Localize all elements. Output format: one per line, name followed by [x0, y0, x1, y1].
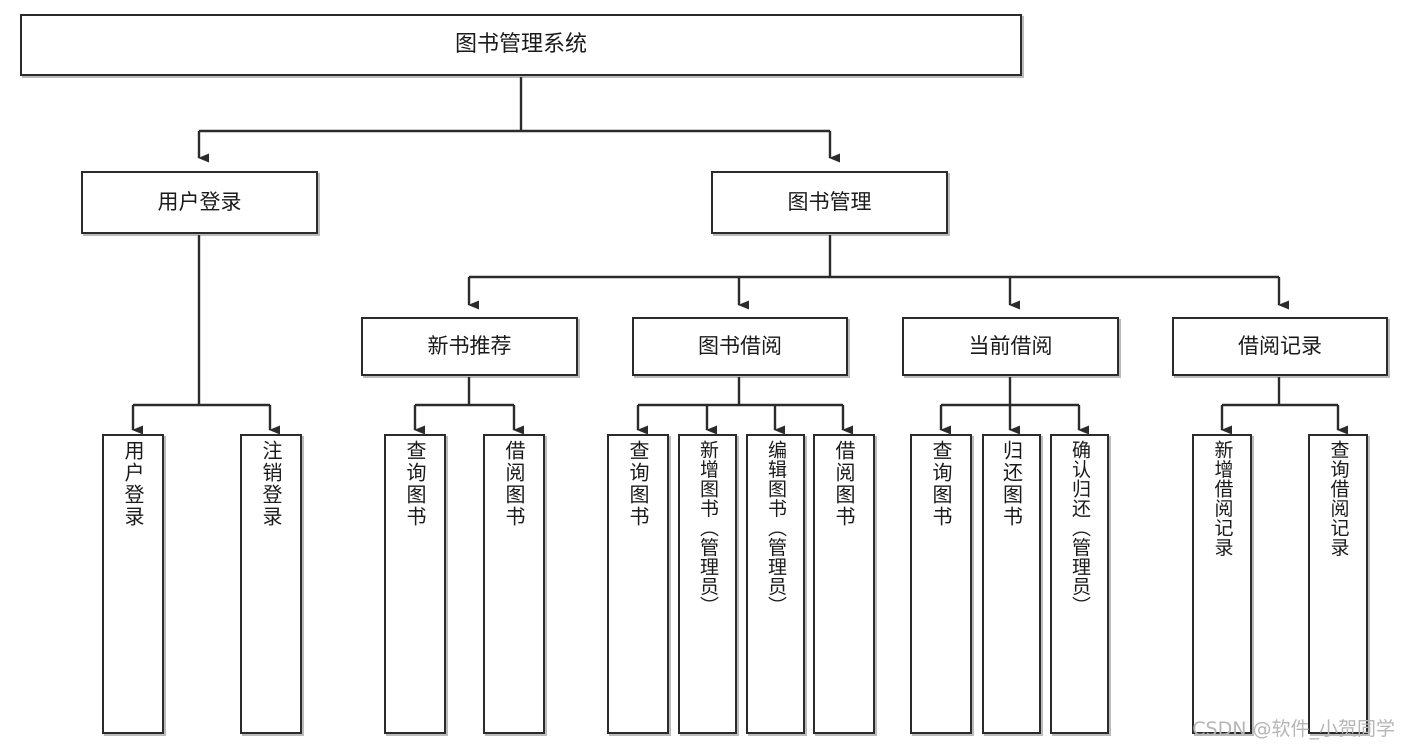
node-current-borrow[interactable]: 当前借阅	[902, 317, 1119, 376]
node-label: 图书借阅	[698, 334, 782, 359]
node-label: 查询图书	[403, 440, 427, 528]
node-label: 借阅图书	[832, 440, 856, 528]
node-label: 图书管理系统	[454, 32, 587, 58]
node-label: 借阅记录	[1238, 334, 1322, 359]
node-borrow-record[interactable]: 借阅记录	[1172, 317, 1388, 376]
node-label: 用户登录	[157, 190, 242, 215]
node-leaf-return-book[interactable]: 归还图书	[982, 434, 1041, 734]
node-label: 确认归还（管理员）	[1069, 440, 1091, 616]
node-label: 注销登录	[259, 440, 283, 528]
node-leaf-query-book-recommend[interactable]: 查询图书	[384, 434, 446, 734]
node-label: 查询图书	[626, 440, 650, 528]
node-leaf-borrow-book[interactable]: 借阅图书	[813, 434, 875, 734]
node-user-login[interactable]: 用户登录	[81, 171, 318, 234]
node-label: 图书管理	[787, 190, 872, 215]
node-leaf-query-book-current[interactable]: 查询图书	[910, 434, 972, 734]
node-leaf-add-borrow-record[interactable]: 新增借阅记录	[1192, 434, 1252, 734]
node-root-book-management-system[interactable]: 图书管理系统	[20, 14, 1022, 76]
node-book-management[interactable]: 图书管理	[711, 171, 948, 234]
node-label: 查询图书	[929, 440, 953, 528]
node-leaf-user-login[interactable]: 用户登录	[102, 434, 164, 734]
node-leaf-query-book-borrow[interactable]: 查询图书	[607, 434, 669, 734]
node-label: 用户登录	[121, 440, 145, 528]
node-label: 归还图书	[999, 440, 1024, 528]
node-leaf-logout[interactable]: 注销登录	[240, 434, 302, 734]
node-label: 新书推荐	[427, 334, 512, 359]
node-leaf-query-borrow-record[interactable]: 查询借阅记录	[1308, 434, 1368, 734]
node-label: 当前借阅	[968, 334, 1053, 359]
node-leaf-edit-book-admin[interactable]: 编辑图书（管理员）	[746, 434, 805, 734]
node-leaf-confirm-return-admin[interactable]: 确认归还（管理员）	[1050, 434, 1109, 734]
node-label: 新增借阅记录	[1211, 440, 1234, 557]
node-label: 新增图书（管理员）	[697, 440, 719, 616]
node-label: 查询借阅记录	[1327, 440, 1350, 557]
node-label: 借阅图书	[502, 440, 526, 528]
node-book-borrow[interactable]: 图书借阅	[632, 317, 848, 376]
node-leaf-add-book-admin[interactable]: 新增图书（管理员）	[678, 434, 737, 734]
node-leaf-borrow-book-recommend[interactable]: 借阅图书	[483, 434, 545, 734]
node-new-book-recommend[interactable]: 新书推荐	[361, 317, 578, 376]
node-label: 编辑图书（管理员）	[765, 440, 787, 616]
csdn-watermark: CSDN @软件_小贺同学	[1192, 718, 1395, 740]
